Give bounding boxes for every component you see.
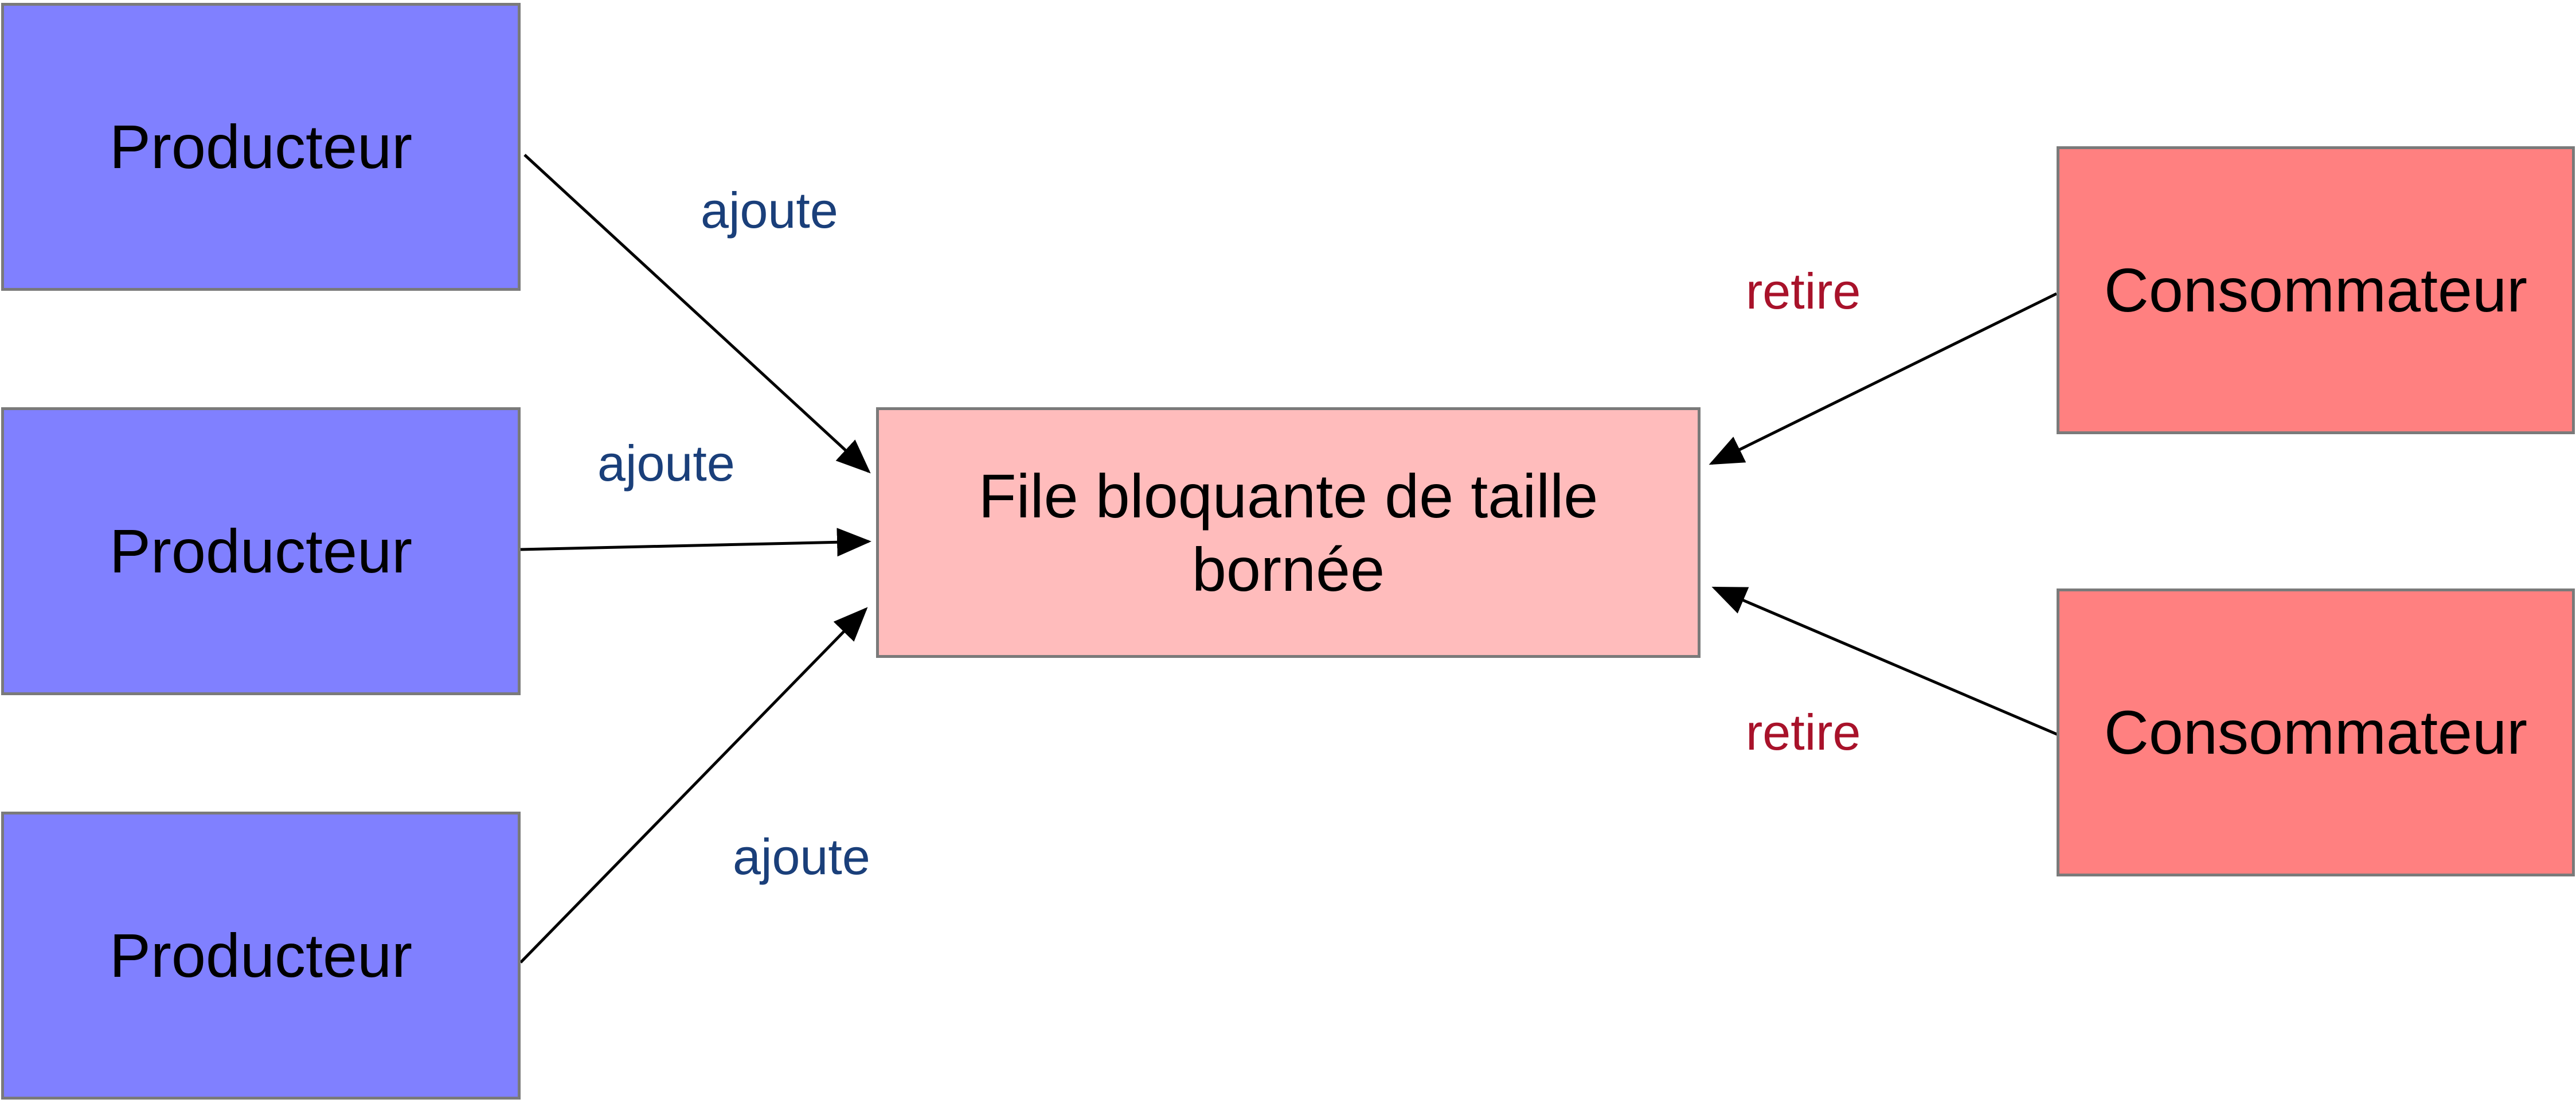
arrow-consumer-1-from-queue [1709, 292, 2058, 465]
producer-box-3: Producteur [1, 812, 521, 1100]
producer-box-1: Producteur [1, 3, 521, 291]
edge-label-add-1: ajoute [701, 182, 838, 239]
producer-label: Producteur [109, 921, 413, 991]
consumer-label: Consommateur [2104, 255, 2528, 325]
queue-box: File bloquante de taille bornée [876, 407, 1701, 658]
consumer-label: Consommateur [2104, 697, 2528, 767]
edge-label-add-3: ajoute [733, 828, 870, 885]
consumer-box-1: Consommateur [2057, 146, 2575, 434]
edge-label-remove-1: retire [1746, 263, 1861, 319]
producer-label: Producteur [109, 516, 413, 586]
producer-label: Producteur [109, 112, 413, 182]
arrow-producer-3-to-queue [519, 607, 868, 964]
arrow-consumer-2-from-queue [1711, 586, 2060, 737]
producer-box-2: Producteur [1, 407, 521, 695]
arrow-producer-1-to-queue [523, 154, 871, 474]
queue-label: File bloquante de taille bornée [978, 461, 1598, 604]
edge-label-remove-2: retire [1746, 704, 1861, 761]
edge-label-add-2: ajoute [597, 435, 735, 492]
consumer-box-2: Consommateur [2057, 588, 2575, 876]
arrow-producer-2-to-queue [520, 528, 871, 557]
